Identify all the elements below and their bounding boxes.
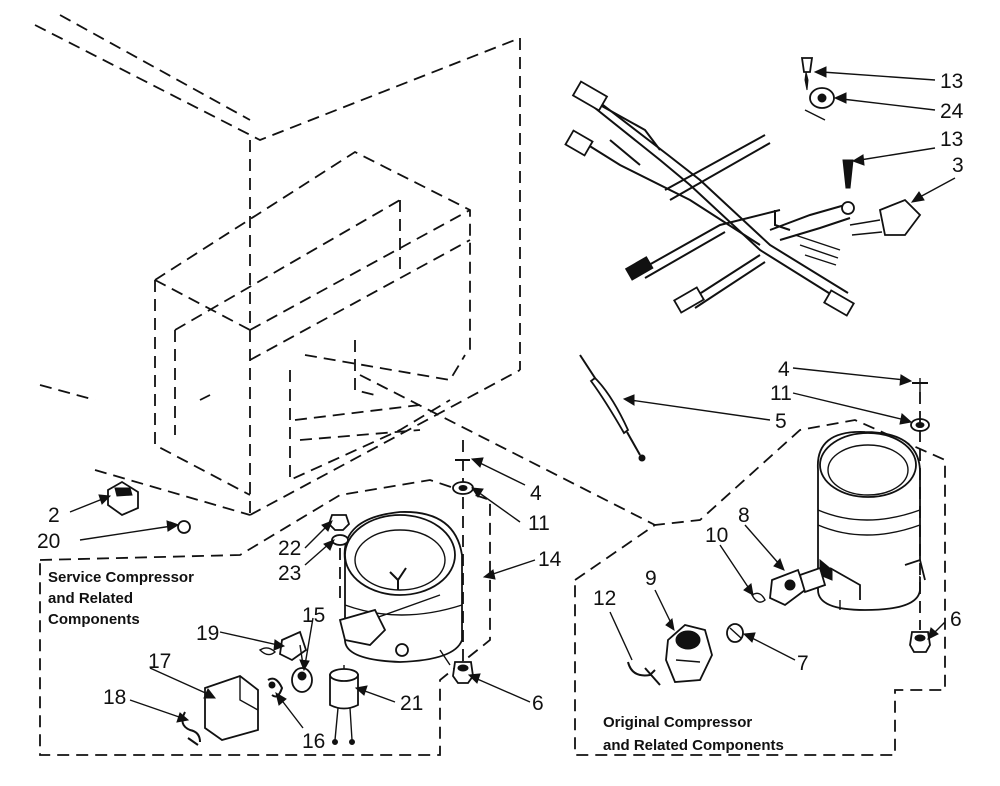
- callout-10: 10: [705, 524, 728, 547]
- service-caption: Service Compressor and Related Component…: [48, 569, 194, 628]
- service-caption-line-2: and Related: [48, 590, 133, 607]
- callout-13-mid: 13: [940, 128, 963, 151]
- washer-23: [331, 534, 349, 546]
- service-caption-line-3: Components: [48, 611, 140, 628]
- clip-12: [627, 661, 661, 686]
- callout-6-left: 6: [532, 692, 544, 715]
- original-caption-line-2: and Related Components: [603, 737, 784, 754]
- leader-line: [359, 374, 656, 526]
- callout-5: 5: [775, 410, 787, 433]
- drier-5: [579, 354, 646, 462]
- callout-12: 12: [593, 587, 616, 610]
- callout-15: 15: [302, 604, 325, 627]
- callout-21: 21: [400, 692, 423, 715]
- original-compressor: [817, 431, 926, 611]
- bolt-4-right: [912, 378, 928, 392]
- leader-arrows: [69, 66, 956, 729]
- callout-8: 8: [738, 504, 750, 527]
- clip-24: [804, 87, 835, 121]
- original-group-outline: [574, 419, 946, 756]
- relay-19: [258, 630, 308, 662]
- callout-4-left: 4: [530, 482, 542, 505]
- callout-2: 2: [48, 504, 60, 527]
- original-caption: Original Compressor and Related Componen…: [603, 714, 784, 754]
- grommet-6-right: [909, 631, 931, 653]
- callout-23: 23: [278, 562, 301, 585]
- capacitor-21: [329, 665, 359, 745]
- callout-7: 7: [797, 652, 809, 675]
- callout-9: 9: [645, 567, 657, 590]
- overload-15: [291, 644, 313, 693]
- screw-13-top: [800, 57, 814, 91]
- callout-11-left: 11: [528, 512, 550, 535]
- part-2: [107, 480, 139, 517]
- nut-22: [327, 514, 351, 531]
- callout-17: 17: [148, 650, 171, 673]
- relay-8: [769, 566, 827, 607]
- overload-10: [751, 592, 766, 603]
- wiring-harness: [564, 80, 922, 317]
- service-group-outline: [39, 479, 491, 756]
- callout-16: 16: [302, 730, 325, 753]
- callout-13-top: 13: [940, 70, 963, 93]
- callout-20: 20: [37, 530, 60, 553]
- callout-22: 22: [278, 537, 301, 560]
- callout-3: 3: [952, 154, 964, 177]
- callout-19: 19: [196, 622, 219, 645]
- original-caption-line-1: Original Compressor: [603, 714, 752, 731]
- callout-11-right: 11: [770, 382, 792, 405]
- grommet-6-left: [452, 661, 474, 684]
- service-caption-line-1: Service Compressor: [48, 569, 194, 586]
- callout-6-right: 6: [950, 608, 962, 631]
- callout-24: 24: [940, 100, 964, 123]
- cover-17: [204, 674, 259, 741]
- washer-11-left: [452, 481, 474, 495]
- callout-14: 14: [538, 548, 562, 571]
- cover-9: [665, 624, 713, 683]
- cap-7: [726, 623, 744, 643]
- cabinet-outline: [34, 14, 521, 516]
- clip-16: [267, 677, 284, 698]
- callout-4-right: 4: [778, 358, 790, 381]
- service-compressor: [338, 511, 463, 666]
- callout-18: 18: [103, 686, 126, 709]
